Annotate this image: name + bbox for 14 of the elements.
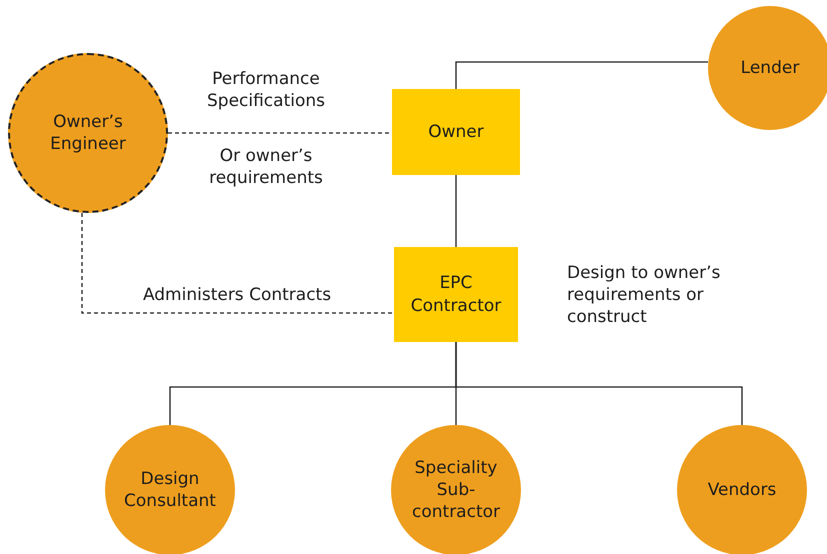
connector-line [455, 61, 708, 89]
node-label: EPC Contractor [410, 272, 502, 317]
connector-line [455, 342, 743, 425]
connector-line [81, 213, 394, 314]
node-label: Owner’s Engineer [49, 110, 127, 156]
node-label: Design Consultant [123, 468, 217, 512]
node-label: Speciality Sub-contractor [411, 456, 501, 524]
connector-line [168, 132, 392, 134]
role-box [392, 89, 520, 175]
node-label: Owner [428, 120, 484, 144]
node-label: Lender [740, 56, 800, 80]
node-label: Vendors [708, 478, 776, 502]
connector-line [455, 175, 457, 247]
role-box [394, 247, 518, 342]
